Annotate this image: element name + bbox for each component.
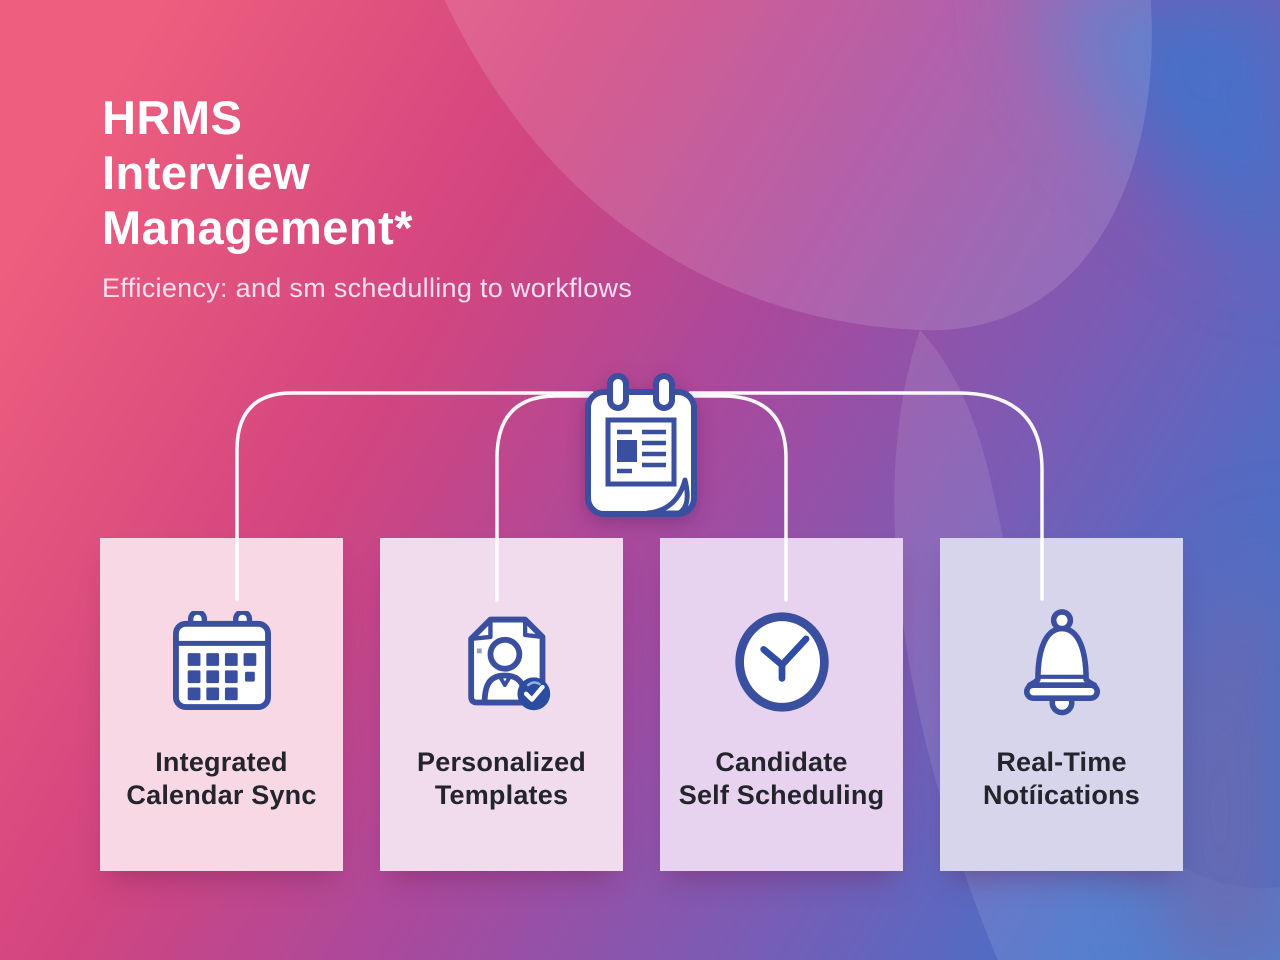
background-top-right-blue-wave [1039,0,1280,253]
card-label: Integrated Calendar Sync [126,746,316,812]
card-label-line-1: Candidate [715,747,848,777]
card-integrated-calendar-sync: Integrated Calendar Sync [100,538,343,871]
title-block: HRMS Interview Management* Efficiency: a… [102,90,632,304]
subtitle: Efficiency: and sm schedulling to workfl… [102,273,633,303]
card-label-line-2: Calendar Sync [126,780,317,810]
card-label: Real-Time Notíications [983,746,1140,812]
document-person-check-icon [448,606,556,718]
notepad-schedule-icon [584,372,698,520]
card-label-line-2: Templates [434,780,569,810]
card-label-line-1: Personalized [417,747,586,777]
card-candidate-self-scheduling: Candidate Self Scheduling [660,538,903,871]
card-label-line-1: Real-Time [996,747,1127,777]
card-real-time-notifications: Real-Time Notíications [940,538,1183,871]
calendar-icon [172,606,271,718]
card-label-line-2: Notíications [983,780,1140,810]
clock-icon [730,606,834,718]
card-label-line-2: Self Scheduling [678,780,885,810]
title-line-2: Interview [102,146,311,199]
card-label: Candidate Self Scheduling [679,746,885,812]
title-line-1: HRMS [102,91,243,144]
card-label-line-1: Integrated [155,747,288,777]
bell-icon [1011,606,1113,718]
card-label: Personalized Templates [417,746,586,812]
page-title: HRMS Interview Management* [102,90,632,255]
background-top-wave [444,0,1152,331]
title-line-3: Management* [102,201,414,254]
card-personalized-templates: Personalized Templates [380,538,623,871]
